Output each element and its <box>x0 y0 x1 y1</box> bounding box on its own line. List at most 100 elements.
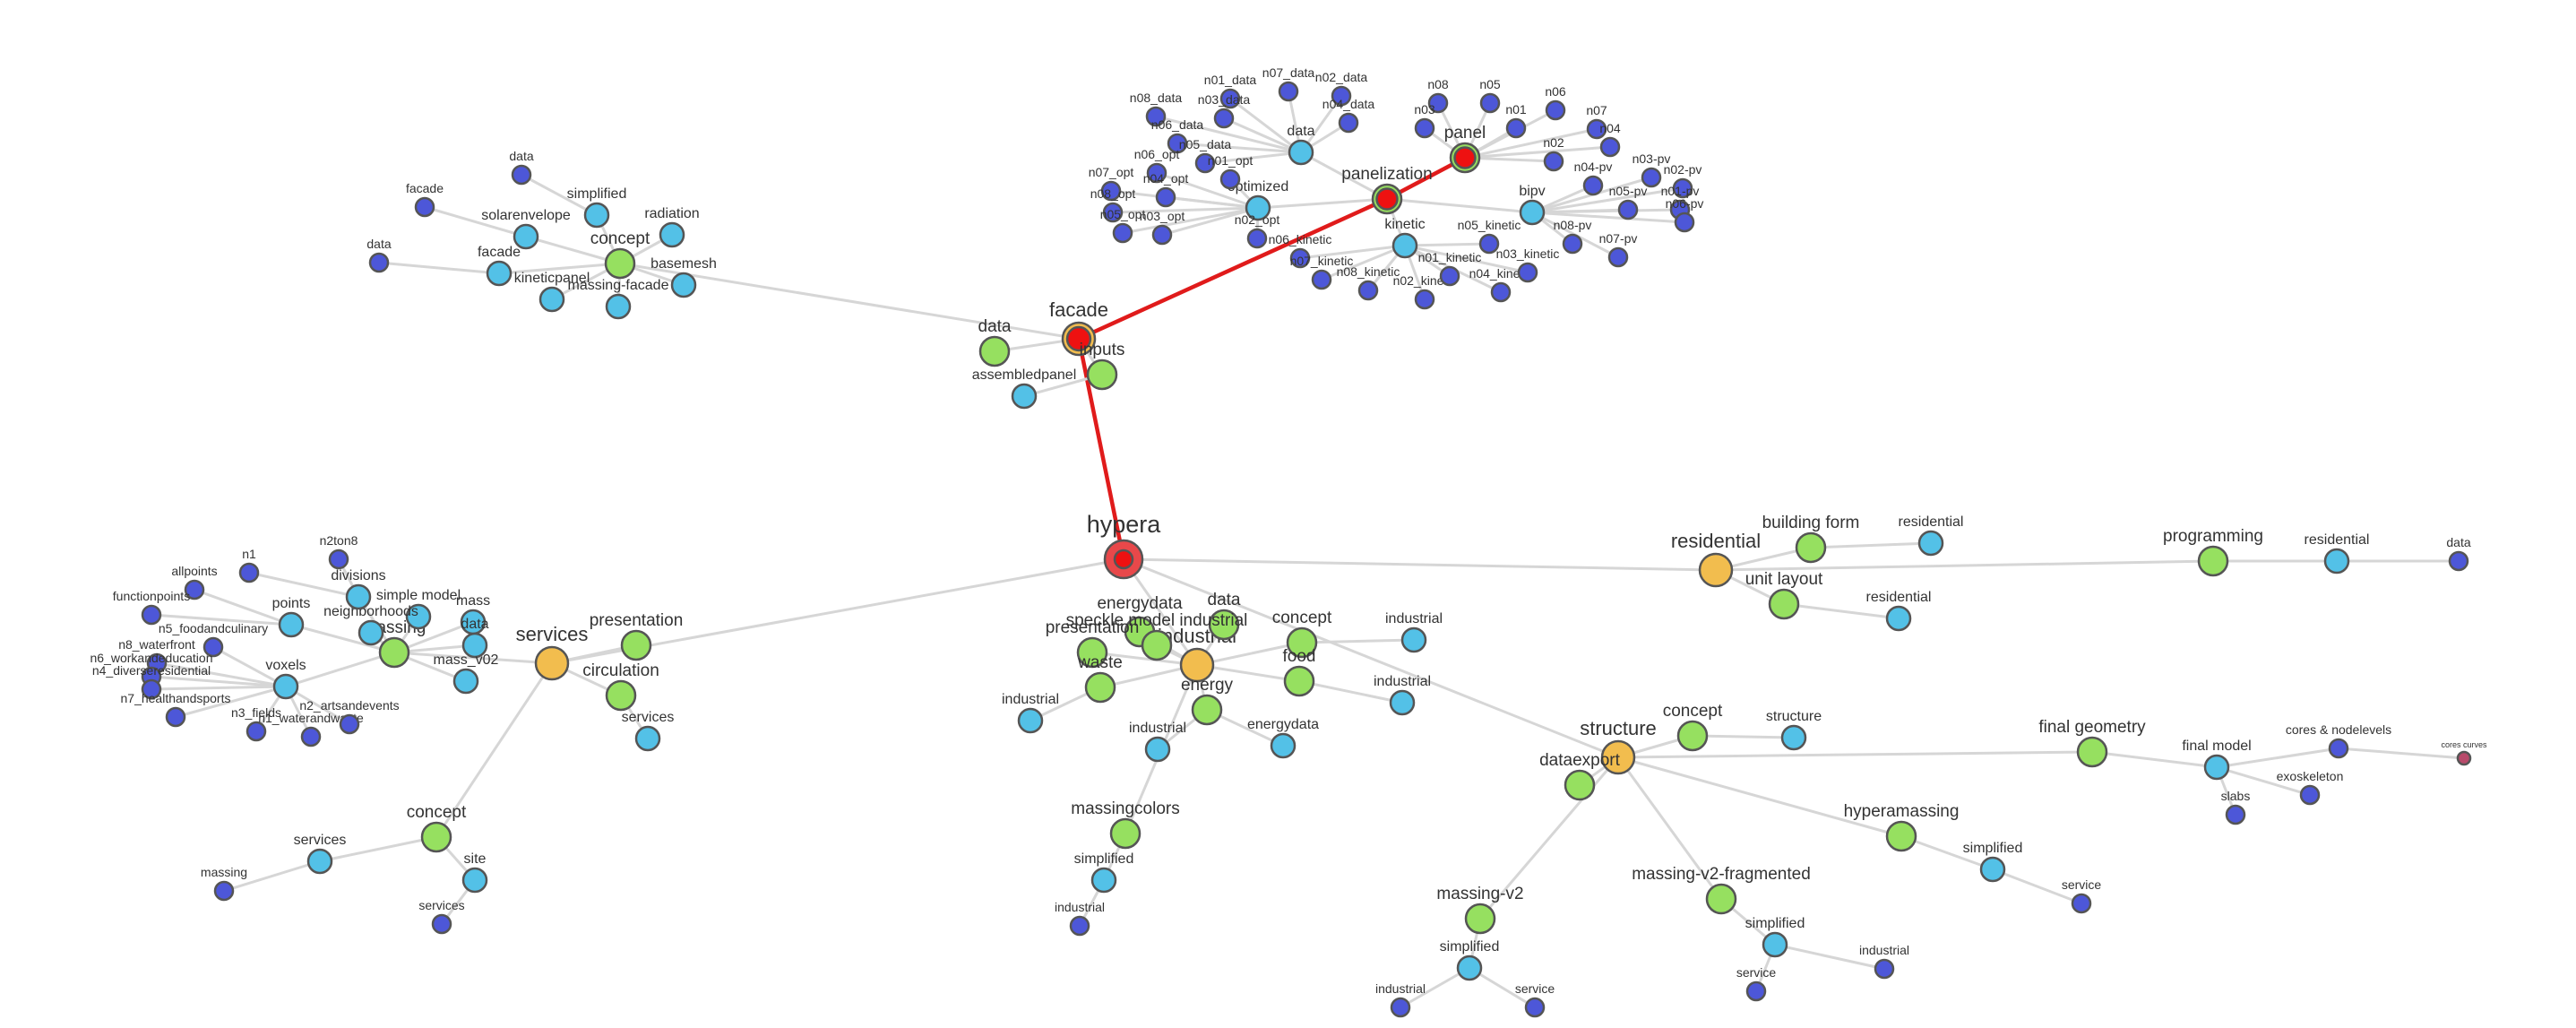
node-r_buildingform[interactable]: building form <box>1762 514 1860 564</box>
node-fc_data1[interactable]: data <box>509 149 534 186</box>
node-pz_data[interactable]: data <box>1287 124 1315 166</box>
node-n01_kinetic[interactable]: n01_kinetic <box>1418 250 1482 287</box>
node-n04_opt[interactable]: n04_opt <box>1143 171 1189 208</box>
node-residential[interactable]: residential <box>1671 530 1761 588</box>
node-n01_data[interactable]: n01_data <box>1204 73 1257 109</box>
node-fc_basemesh[interactable]: basemesh <box>650 256 717 298</box>
node-s_circ_services[interactable]: services <box>622 710 675 752</box>
node-p_n01[interactable]: n01 <box>1505 102 1527 139</box>
node-i_w_industrial[interactable]: industrial <box>1002 692 1059 734</box>
node-fc_simplified[interactable]: simplified <box>567 186 627 229</box>
node-n05_pv[interactable]: n05-pv <box>1609 184 1648 220</box>
node-pz_kinetic[interactable]: kinetic <box>1384 217 1426 259</box>
node-st_mv2_simplified[interactable]: simplified <box>1440 939 1500 981</box>
node-n03_data[interactable]: n03_data <box>1198 92 1251 129</box>
node-s_n5[interactable]: n5_foodandculinary <box>159 621 268 658</box>
node-n05_data[interactable]: n05_data <box>1179 137 1232 174</box>
node-i_f_industrial[interactable]: industrial <box>1374 674 1431 716</box>
node-fc_facade[interactable]: facade <box>478 245 521 287</box>
node-r_p_data[interactable]: data <box>2446 535 2471 572</box>
node-fc_data2[interactable]: data <box>366 237 392 273</box>
node-s_allpoints[interactable]: allpoints <box>171 564 218 600</box>
node-fc_solarenvelope[interactable]: solarenvelope <box>481 208 571 250</box>
node-p_n06[interactable]: n06 <box>1545 84 1566 121</box>
node-s_c_services[interactable]: services <box>294 833 347 875</box>
node-s_simplemodel[interactable]: simple model <box>376 588 461 630</box>
node-s_massv02[interactable]: mass_v02 <box>434 652 499 695</box>
node-n04_kinetic[interactable]: n04_kinetic <box>1469 266 1533 303</box>
node-st_mv2_service[interactable]: service <box>1515 981 1555 1018</box>
node-st_mv2f_industrial[interactable]: industrial <box>1859 943 1909 980</box>
node-facade[interactable]: facade <box>1049 298 1108 357</box>
node-st_h_service[interactable]: service <box>2062 877 2102 914</box>
node-s_n2[interactable]: n2_artsandevents <box>299 698 400 735</box>
node-st_mv2_industrial[interactable]: industrial <box>1375 981 1426 1018</box>
node-s_divisions[interactable]: divisions <box>331 568 386 610</box>
node-f_concept[interactable]: concept <box>590 229 650 280</box>
node-st_mv2f_simplified[interactable]: simplified <box>1745 916 1805 958</box>
node-p_n02[interactable]: n02 <box>1543 135 1564 172</box>
node-structure[interactable]: structure <box>1580 717 1657 775</box>
node-i_speckle[interactable]: speckle model industrial <box>1066 611 1248 661</box>
node-s_presentation[interactable]: presentation <box>590 611 684 661</box>
node-s_voxels[interactable]: voxels <box>265 658 306 700</box>
node-s_data[interactable]: data <box>461 617 489 659</box>
node-r_programming[interactable]: programming <box>2163 527 2263 577</box>
node-fc_kineticpanel[interactable]: kineticpanel <box>514 271 590 313</box>
node-n07_opt[interactable]: n07_opt <box>1089 165 1134 202</box>
node-n01_opt[interactable]: n01_opt <box>1208 153 1254 190</box>
node-panel[interactable]: panel <box>1444 124 1486 174</box>
node-p_n07[interactable]: n07 <box>1586 103 1607 140</box>
node-n07_kinetic[interactable]: n07_kinetic <box>1290 254 1354 290</box>
node-n03_pv[interactable]: n03-pv <box>1633 151 1671 188</box>
node-n07_data[interactable]: n07_data <box>1262 65 1315 102</box>
node-hypera[interactable]: hypera <box>1087 511 1162 580</box>
node-n08_data[interactable]: n08_data <box>1130 91 1183 127</box>
node-r_p_residential[interactable]: residential <box>2305 532 2370 574</box>
node-n02_pv[interactable]: n02-pv <box>1664 162 1702 199</box>
node-fc_massingfacade[interactable]: massing-facade <box>568 278 669 320</box>
node-n08_opt[interactable]: n08_opt <box>1090 186 1136 223</box>
node-st_cores[interactable]: cores & nodelevels <box>2286 722 2391 759</box>
node-st_c_structure[interactable]: structure <box>1766 709 1822 751</box>
node-st_hyperamassing[interactable]: hyperamassing <box>1844 802 1960 852</box>
node-n08_kinetic[interactable]: n08_kinetic <box>1337 264 1400 301</box>
node-i_e_industrial[interactable]: industrial <box>1129 721 1186 763</box>
node-st_mv2f[interactable]: massing-v2-fragmented <box>1632 865 1811 915</box>
node-r_ul_residential[interactable]: residential <box>1866 590 1932 632</box>
node-n06_kinetic[interactable]: n06_kinetic <box>1269 232 1332 269</box>
node-st_corescurves[interactable]: cores curves <box>2441 740 2487 766</box>
node-n03_opt[interactable]: n03_opt <box>1140 209 1185 246</box>
node-s_neighborhoods[interactable]: neighborhoods <box>323 604 418 646</box>
node-p_n05[interactable]: n05 <box>1479 77 1501 114</box>
node-services[interactable]: services <box>516 623 589 681</box>
node-i_m_simplified[interactable]: simplified <box>1074 851 1134 894</box>
node-n05_opt[interactable]: n05_opt <box>1100 207 1146 244</box>
node-st_slabs[interactable]: slabs <box>2221 789 2251 825</box>
node-st_exoskeleton[interactable]: exoskeleton <box>2277 769 2344 806</box>
node-s_circulation[interactable]: circulation <box>582 661 659 712</box>
node-s_points[interactable]: points <box>272 596 311 638</box>
node-s_concept[interactable]: concept <box>407 803 467 853</box>
node-i_food[interactable]: food <box>1283 647 1316 697</box>
node-s_functionpoints[interactable]: functionpoints <box>113 589 190 626</box>
node-f_inputs[interactable]: inputs <box>1080 341 1125 391</box>
node-f_assembledpanel[interactable]: assembledpanel <box>972 367 1077 410</box>
node-st_finalgeometry[interactable]: final geometry <box>2038 718 2146 768</box>
node-i_c_industrial[interactable]: industrial <box>1385 611 1443 653</box>
node-st_dataexport[interactable]: dataexport <box>1539 751 1621 801</box>
node-r_unitlayout[interactable]: unit layout <box>1745 570 1823 620</box>
node-n04_data[interactable]: n04_data <box>1322 97 1375 134</box>
node-f_data[interactable]: data <box>978 317 1012 367</box>
node-s_c_site[interactable]: site <box>461 851 488 894</box>
node-n04_pv[interactable]: n04-pv <box>1574 160 1613 196</box>
node-s_c_massing[interactable]: massing <box>201 865 247 902</box>
node-s_n4[interactable]: n4_diverseresidential <box>92 663 211 700</box>
node-i_data[interactable]: data <box>1208 591 1241 641</box>
node-s_n1[interactable]: n1 <box>238 547 260 583</box>
node-i_e_energydata[interactable]: energydata <box>1247 717 1319 759</box>
node-n03_kinetic[interactable]: n03_kinetic <box>1496 246 1560 283</box>
node-pz_optimized[interactable]: optimized <box>1228 179 1288 221</box>
node-i_presentation[interactable]: presentation <box>1046 618 1140 669</box>
node-st_mv2[interactable]: massing-v2 <box>1436 885 1524 935</box>
